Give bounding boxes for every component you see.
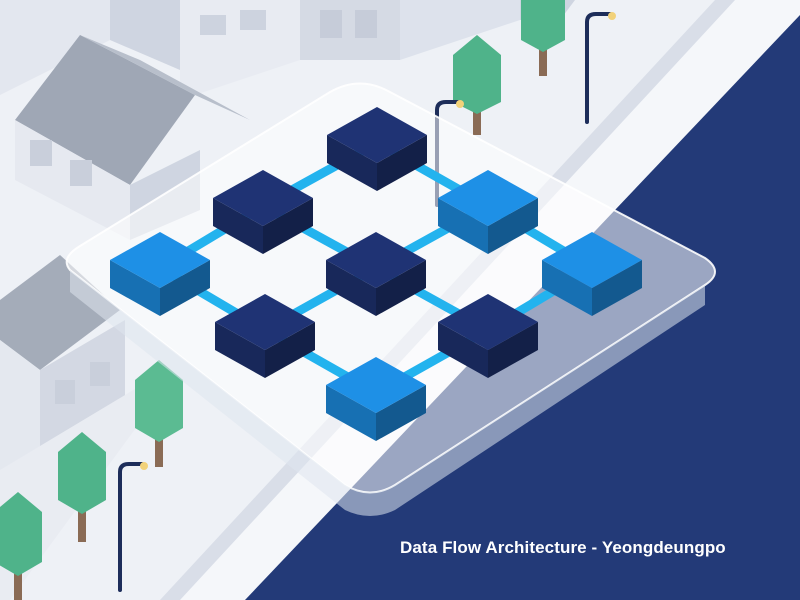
tree-icon xyxy=(0,492,42,600)
node-center xyxy=(326,232,426,316)
node-face xyxy=(326,260,376,316)
node-face xyxy=(215,322,265,378)
node-face xyxy=(160,260,210,316)
node-face xyxy=(326,357,426,413)
node-face xyxy=(592,260,642,316)
tree-icon xyxy=(521,0,565,76)
node-face xyxy=(542,232,642,288)
node-face xyxy=(327,107,427,163)
diagram-caption: Data Flow Architecture - Yeongdeungpo xyxy=(400,538,726,557)
node-face xyxy=(110,232,210,288)
node-face xyxy=(376,385,426,441)
node-face xyxy=(438,198,488,254)
tree-icon xyxy=(453,35,501,135)
node-top xyxy=(327,107,427,191)
node-face xyxy=(376,260,426,316)
node-face xyxy=(326,232,426,288)
street-lamp-icon xyxy=(118,462,148,592)
node-upper-left xyxy=(213,170,313,254)
node-face xyxy=(213,198,263,254)
node-upper-right xyxy=(438,170,538,254)
node-lower-right xyxy=(438,294,538,378)
tree-icon xyxy=(58,432,106,542)
node-face xyxy=(438,322,488,378)
street-lamp-icon xyxy=(585,12,616,124)
node-face xyxy=(377,135,427,191)
node-bottom xyxy=(326,357,426,441)
node-face xyxy=(438,170,538,226)
node-face xyxy=(213,170,313,226)
node-face xyxy=(326,385,376,441)
node-face xyxy=(263,198,313,254)
building-icon xyxy=(0,0,180,95)
node-right xyxy=(542,232,642,316)
node-face xyxy=(327,135,377,191)
node-face xyxy=(110,260,160,316)
building-icon xyxy=(180,0,400,100)
node-left xyxy=(110,232,210,316)
node-face xyxy=(438,294,538,350)
node-face xyxy=(542,260,592,316)
node-face xyxy=(488,198,538,254)
node-face xyxy=(488,322,538,378)
tree-icon xyxy=(135,360,183,467)
street-lamp-icon xyxy=(435,100,464,207)
node-face xyxy=(265,322,315,378)
node-lower-left xyxy=(215,294,315,378)
node-face xyxy=(215,294,315,350)
nodes xyxy=(110,107,642,441)
